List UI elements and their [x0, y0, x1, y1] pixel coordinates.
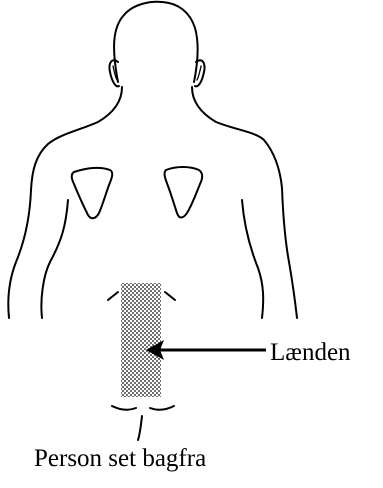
figure-caption: Person set bagfra: [34, 444, 206, 474]
left-waist-mark: [108, 292, 118, 300]
lumbar-region-highlight: [121, 283, 161, 397]
right-body-outline: [192, 87, 297, 318]
right-torso-contour: [242, 200, 263, 318]
left-body-outline: [8, 87, 122, 318]
left-shoulder-blade: [72, 168, 112, 218]
gluteal-cleft: [138, 416, 142, 440]
left-gluteal-line: [112, 406, 136, 410]
right-waist-mark: [165, 292, 175, 300]
right-gluteal-line: [150, 406, 174, 410]
right-shoulder-blade: [165, 167, 203, 218]
left-torso-contour: [41, 200, 68, 318]
head-outline: [114, 2, 197, 82]
lower-back-label: Lænden: [270, 339, 351, 367]
